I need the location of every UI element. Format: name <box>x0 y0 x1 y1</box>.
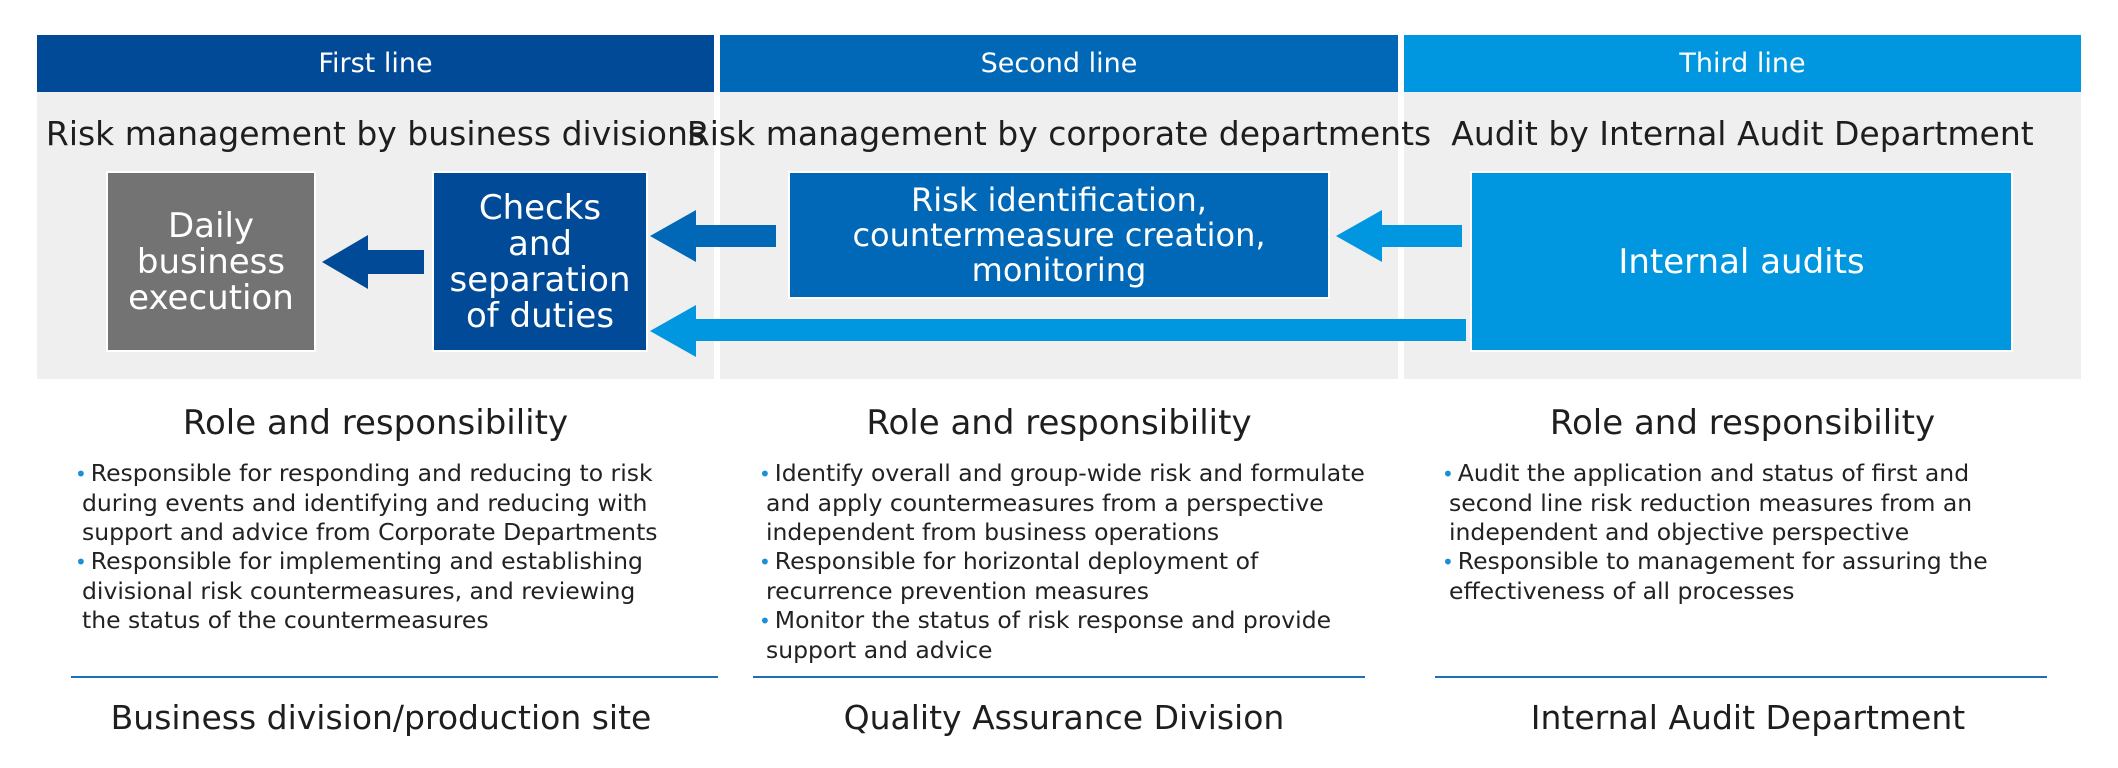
box-risk-line-1: Risk identification, <box>911 180 1207 219</box>
bullets-third-line: •Audit the application and status of fir… <box>1435 459 2035 606</box>
bullet-text: Responsible to management for assuring t… <box>1449 547 1988 605</box>
org-third-line: Internal Audit Department <box>1530 697 1966 737</box>
box-checks-line-3: separation <box>449 259 631 300</box>
bullets-second-line: •Identify overall and group-wide risk an… <box>752 459 1372 665</box>
bullet-item: •Responsible for responding and reducing… <box>68 459 680 547</box>
bullet-item: •Monitor the status of risk response and… <box>752 606 1372 665</box>
box-risk-identification: Risk identification, countermeasure crea… <box>788 171 1330 299</box>
panel-title-third-line: Audit by Internal Audit Department <box>1451 113 2034 153</box>
org-first-line: Business division/production site <box>110 697 652 737</box>
bullet-dot-icon: • <box>1442 462 1454 486</box>
box-risk-line-2: countermeasure creation, <box>852 215 1266 254</box>
bullet-text: Responsible for implementing and establi… <box>82 547 643 634</box>
divider-first-line <box>71 676 718 678</box>
bullet-dot-icon: • <box>759 550 771 574</box>
bullet-dot-icon: • <box>75 462 87 486</box>
divider-third-line <box>1435 676 2047 678</box>
bullet-text: Identify overall and group-wide risk and… <box>766 459 1365 546</box>
header-third-line-label: Third line <box>1679 48 1806 79</box>
bullet-dot-icon: • <box>759 609 771 633</box>
bullet-text: Audit the application and status of firs… <box>1449 459 1973 546</box>
bullet-item: •Identify overall and group-wide risk an… <box>752 459 1372 547</box>
box-daily-line-1: Daily <box>167 205 255 246</box>
box-checks-line-4: of duties <box>465 295 615 336</box>
arrow-audit-to-risk <box>1336 210 1462 262</box>
box-checks-line-2: and <box>508 223 572 264</box>
org-second-line: Quality Assurance Division <box>843 697 1285 737</box>
role-title-third-line: Role and responsibility <box>1549 403 1936 443</box>
panel-title-second-line: Risk management by corporate departments <box>686 113 1432 153</box>
arrow-risk-to-checks <box>650 210 776 262</box>
bullet-item: •Responsible for implementing and establ… <box>68 547 680 635</box>
bullet-dot-icon: • <box>759 462 771 486</box>
box-daily-business-execution: Daily business execution <box>106 171 316 352</box>
arrow-audit-to-checks <box>650 305 1466 357</box>
box-daily-line-3: execution <box>128 277 294 318</box>
box-checks-line-1: Checks <box>478 187 602 228</box>
box-risk-line-3: monitoring <box>971 250 1147 289</box>
bullet-item: •Responsible for horizontal deployment o… <box>752 547 1372 606</box>
panel-title-first-line: Risk management by business divisions <box>45 113 706 153</box>
header-first-line-label: First line <box>318 48 433 79</box>
bullet-dot-icon: • <box>1442 550 1454 574</box>
bullet-text: Monitor the status of risk response and … <box>766 606 1332 664</box>
bullet-item: •Audit the application and status of fir… <box>1435 459 2035 547</box>
arrow-checks-to-daily <box>322 235 424 289</box>
bullet-text: Responsible for horizontal deployment of… <box>766 547 1259 605</box>
divider-second-line <box>753 676 1365 678</box>
bullet-text: Responsible for responding and reducing … <box>82 459 658 546</box>
header-second-line-label: Second line <box>980 48 1138 79</box>
box-audit-line-1: Internal audits <box>1618 241 1865 282</box>
role-title-second-line: Role and responsibility <box>866 403 1252 443</box>
box-checks-separation-of-duties: Checks and separation of duties <box>432 171 648 352</box>
box-internal-audits: Internal audits <box>1470 171 2013 352</box>
header-third-line: Third line <box>1404 35 2081 92</box>
bullet-dot-icon: • <box>75 550 87 574</box>
bullet-item: •Responsible to management for assuring … <box>1435 547 2035 606</box>
box-daily-line-2: business <box>136 241 286 282</box>
header-first-line: First line <box>37 35 714 92</box>
header-second-line: Second line <box>720 35 1398 92</box>
role-title-first-line: Role and responsibility <box>182 403 569 443</box>
bullets-first-line: •Responsible for responding and reducing… <box>68 459 680 635</box>
